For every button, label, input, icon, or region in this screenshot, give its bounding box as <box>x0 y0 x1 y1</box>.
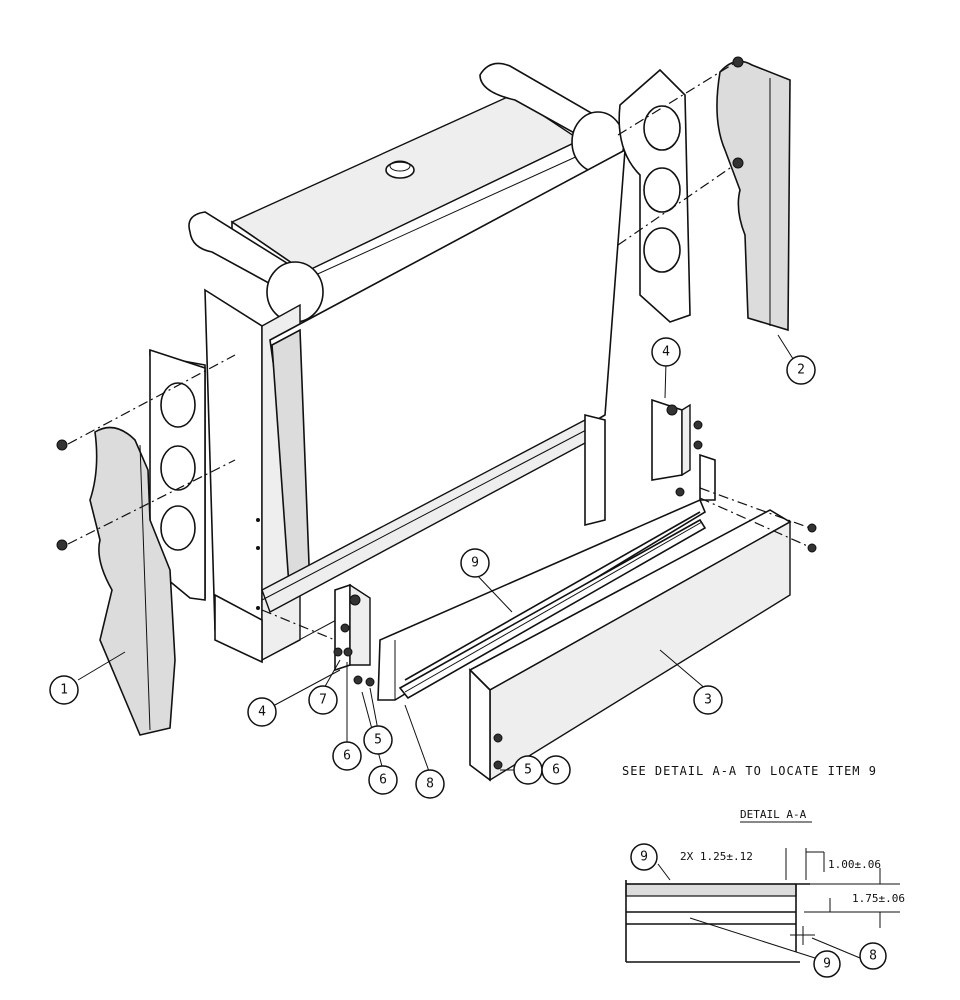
callout-2: 2 <box>786 355 816 385</box>
item-3-lower-channel <box>468 487 817 782</box>
svg-text:6: 6 <box>552 763 560 778</box>
callout-5-b: 5 <box>513 755 543 785</box>
right-shroud-plate <box>618 68 691 323</box>
item-9-seal <box>398 511 707 700</box>
svg-text:7: 7 <box>319 693 327 708</box>
dim-width: 2X 1.25±.12 <box>680 850 753 863</box>
dim-top: 1.00±.06 <box>828 858 881 871</box>
detail-a-a: DETAIL A-A 2X 1.25±.12 1.00±.06 1.75±.06… <box>625 808 905 978</box>
svg-text:6: 6 <box>379 773 387 788</box>
callout-8-main: 8 <box>415 769 445 799</box>
callout-9-detail-bottom: 9 <box>823 957 831 972</box>
callout-4-left: 4 <box>247 697 277 727</box>
item-4-bracket-right <box>651 398 716 501</box>
dim-height: 1.75±.06 <box>852 892 905 905</box>
svg-text:9: 9 <box>471 556 479 571</box>
detail-title: DETAIL A-A <box>740 808 807 821</box>
svg-text:4: 4 <box>258 705 266 720</box>
svg-text:1: 1 <box>60 683 68 698</box>
svg-text:2: 2 <box>797 363 805 378</box>
callout-1: 1 <box>49 675 79 705</box>
svg-text:5: 5 <box>374 733 382 748</box>
callout-7: 7 <box>308 685 338 715</box>
detail-note: SEE DETAIL A-A TO LOCATE ITEM 9 <box>622 764 877 778</box>
leader-lines <box>77 334 796 775</box>
item-2-right-shroud <box>617 56 791 332</box>
callout-6-c: 6 <box>541 755 571 785</box>
callout-3: 3 <box>693 685 723 715</box>
callout-6-a: 6 <box>332 741 362 771</box>
svg-text:6: 6 <box>343 749 351 764</box>
left-shroud-plate <box>149 348 206 601</box>
svg-text:5: 5 <box>524 763 532 778</box>
svg-text:4: 4 <box>662 345 670 360</box>
callout-9-detail-top: 9 <box>640 850 648 865</box>
radiator-core <box>188 62 626 664</box>
item-4-bracket-left <box>333 583 375 687</box>
callout-4-right: 4 <box>651 337 681 367</box>
callout-5-a: 5 <box>363 725 393 755</box>
callout-6-b: 6 <box>368 765 398 795</box>
callout-8-detail: 8 <box>869 949 877 964</box>
item-1-left-shroud <box>56 354 236 736</box>
callout-9-main: 9 <box>460 548 490 578</box>
svg-text:3: 3 <box>704 693 712 708</box>
svg-text:8: 8 <box>426 777 434 792</box>
